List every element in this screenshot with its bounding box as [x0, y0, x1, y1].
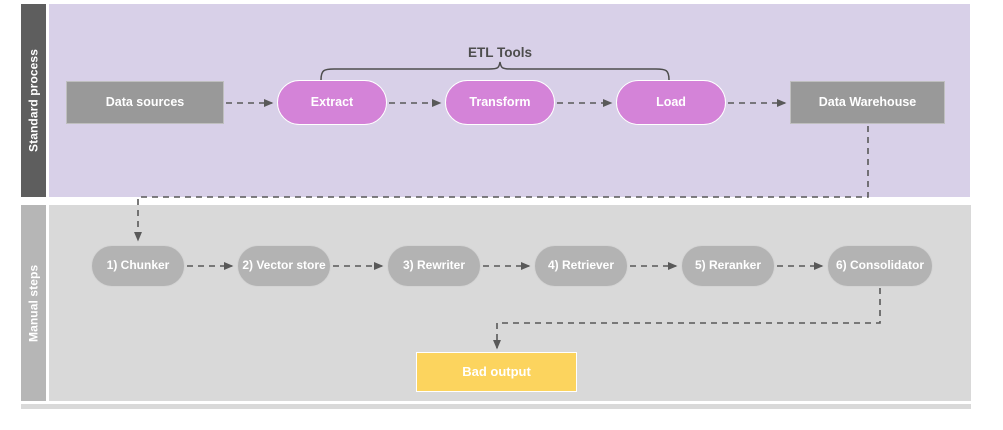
node-data-warehouse[interactable]: Data Warehouse [790, 81, 945, 124]
lane-label-manual-steps: Manual steps [21, 205, 46, 401]
node-chunker[interactable]: 1) Chunker [91, 245, 185, 287]
node-data-sources[interactable]: Data sources [66, 81, 224, 124]
node-reranker[interactable]: 5) Reranker [681, 245, 775, 287]
node-extract[interactable]: Extract [277, 80, 387, 125]
node-load[interactable]: Load [616, 80, 726, 125]
node-vector-store[interactable]: 2) Vector store [237, 245, 331, 287]
lane-label-standard-process: Standard process [21, 4, 46, 197]
node-transform[interactable]: Transform [445, 80, 555, 125]
node-bad-output[interactable]: Bad output [416, 352, 577, 392]
node-consolidator[interactable]: 6) Consolidator [827, 245, 933, 287]
node-retriever[interactable]: 4) Retriever [534, 245, 628, 287]
footer-divider-bar [21, 404, 971, 409]
node-rewriter[interactable]: 3) Rewriter [387, 245, 481, 287]
annotation-etl-tools: ETL Tools [468, 45, 532, 60]
